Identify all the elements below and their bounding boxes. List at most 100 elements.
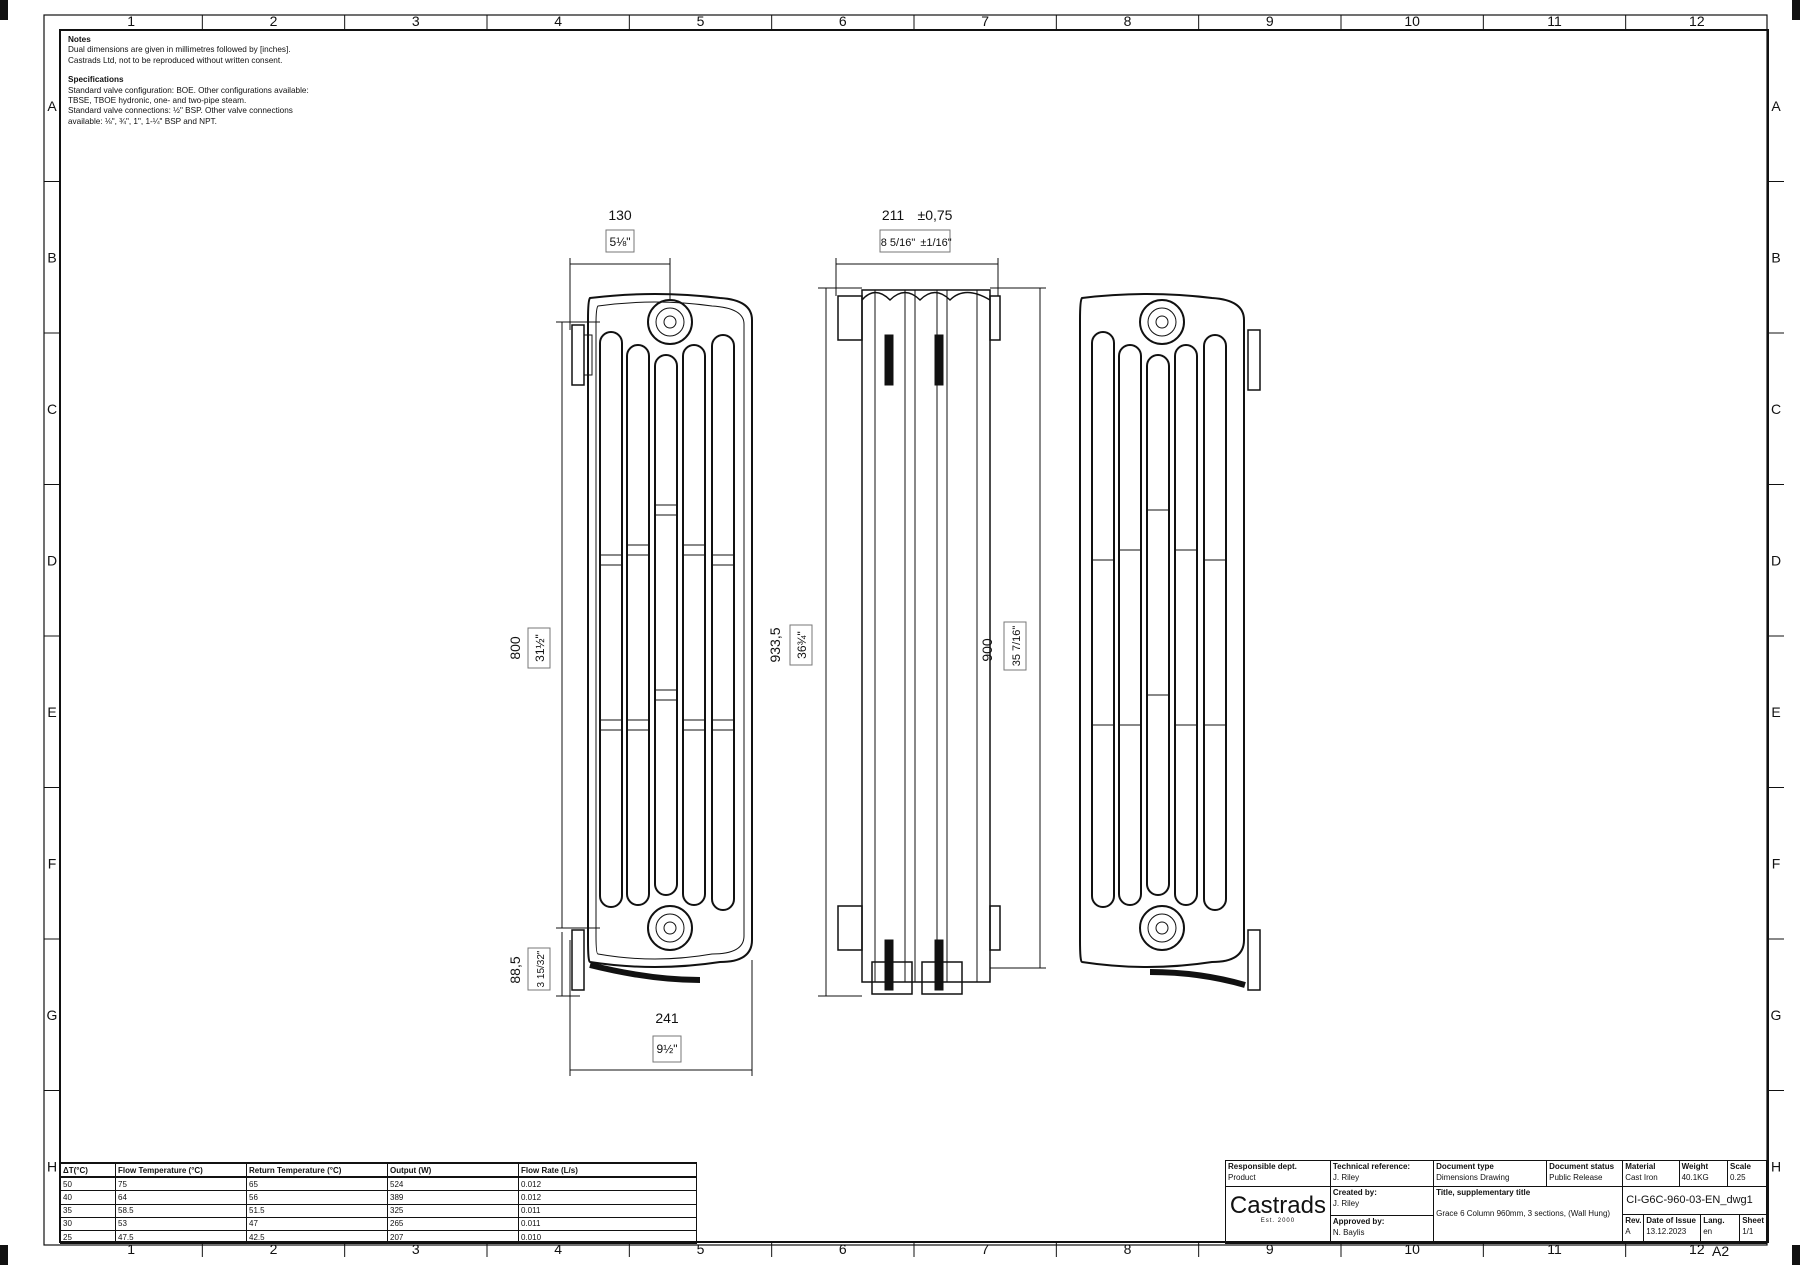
notes-line: Castrads Ltd, not to be reproduced witho… — [68, 55, 283, 65]
cell: 0.011 — [518, 1216, 697, 1231]
title-label: Title, supplementary title — [1436, 1188, 1531, 1197]
material-label: Material — [1625, 1162, 1656, 1171]
scale-label: Scale — [1729, 1162, 1751, 1171]
dim-body-in: 35 7/16" — [1011, 626, 1023, 667]
column-label: 7 — [981, 13, 989, 29]
cell: 75 — [115, 1176, 247, 1192]
rear-view — [1079, 293, 1261, 991]
front-view — [571, 293, 753, 991]
techref-value: J. Riley — [1332, 1173, 1360, 1182]
row-label: D — [1771, 552, 1781, 568]
column-label: 10 — [1404, 1241, 1420, 1257]
specifications-heading: Specifications — [68, 75, 124, 85]
front-wall-bracket-top — [571, 324, 593, 386]
created-value: J. Riley — [1332, 1199, 1360, 1208]
cell: 524 — [387, 1176, 519, 1192]
cell: 64 — [115, 1190, 247, 1205]
row-label: D — [47, 552, 57, 568]
dim-bottom-width-in: 9½" — [657, 1042, 678, 1056]
row-label: B — [47, 249, 56, 265]
front-valve-bottom — [647, 905, 693, 951]
cell: 47.5 — [115, 1229, 247, 1245]
cell: 0.012 — [518, 1190, 697, 1205]
cell: 325 — [387, 1203, 519, 1218]
column-label: 9 — [1266, 13, 1274, 29]
cell: 265 — [387, 1216, 519, 1231]
scale-value: 0.25 — [1729, 1173, 1746, 1182]
cell: 40 — [60, 1190, 116, 1205]
row-label: C — [47, 401, 57, 417]
row-label: F — [48, 855, 57, 871]
column-label: 8 — [1124, 13, 1132, 29]
column-label: 5 — [697, 1241, 705, 1257]
weight-value: 40.1KG — [1681, 1173, 1709, 1182]
weight-label: Weight — [1681, 1162, 1709, 1171]
cell: 56 — [246, 1190, 388, 1205]
cell: 58.5 — [115, 1203, 247, 1218]
responsible-label: Responsible dept. — [1228, 1162, 1297, 1171]
cell: 47 — [246, 1216, 388, 1231]
material-value: Cast Iron — [1625, 1173, 1658, 1182]
column-label: 5 — [697, 13, 705, 29]
cell: 0.012 — [518, 1176, 697, 1192]
row-label: E — [1771, 704, 1780, 720]
issue-value: 13.12.2023 — [1646, 1227, 1687, 1236]
column-label: 7 — [981, 1241, 989, 1257]
doctype-label: Document type — [1436, 1162, 1494, 1171]
table-header-row: ΔT(°C) Flow Temperature (°C) Return Temp… — [60, 1161, 697, 1179]
row-label: H — [1771, 1158, 1781, 1174]
column-label: 8 — [1124, 1241, 1132, 1257]
dim-depth-tol-in: ±1/16" — [920, 237, 951, 249]
cell: 51.5 — [246, 1203, 388, 1218]
document-number: CI-G6C-960-03-EN_dwg1 — [1623, 1187, 1766, 1215]
side-view — [837, 289, 1001, 995]
rev-value: A — [1625, 1227, 1631, 1236]
dim-top-width-in: 5⅛" — [610, 235, 631, 249]
column-label: 3 — [412, 1241, 420, 1257]
column-label: 3 — [412, 13, 420, 29]
dim-floor: 88,5 — [507, 956, 523, 983]
cell: 0.011 — [518, 1203, 697, 1218]
front-wall-bracket-bottom — [571, 929, 701, 991]
col-flow-rate: Flow Rate (L/s) — [518, 1161, 697, 1179]
row-label: G — [1771, 1007, 1782, 1023]
dim-depth-tol: ±0,75 — [918, 207, 953, 223]
column-label: 12 — [1689, 1241, 1705, 1257]
column-label: 11 — [1547, 13, 1562, 29]
created-label: Created by: — [1332, 1188, 1377, 1197]
dim-top-width: 130 — [608, 207, 632, 223]
lang-value: en — [1703, 1227, 1713, 1236]
docstatus-label: Document status — [1549, 1162, 1615, 1171]
title-block: Responsible dept.Product Technical refer… — [1225, 1160, 1768, 1244]
dim-bottom-width: 241 — [655, 1010, 679, 1026]
column-label: 10 — [1404, 13, 1420, 29]
column-label: 1 — [127, 13, 135, 29]
cell: 35 — [60, 1203, 116, 1218]
column-label: 12 — [1689, 13, 1705, 29]
notes-block: Notes Dual dimensions are given in milli… — [68, 35, 368, 127]
dim-body: 900 — [979, 638, 995, 662]
col-return-temp: Return Temperature (°C) — [246, 1161, 388, 1179]
approved-label: Approved by: — [1332, 1217, 1385, 1226]
lang-label: Lang. — [1703, 1216, 1725, 1225]
column-label: 11 — [1547, 1241, 1562, 1257]
rev-label: Rev. — [1625, 1216, 1642, 1225]
column-label: 2 — [270, 13, 278, 29]
cell: 50 — [60, 1176, 116, 1192]
row-label: B — [1771, 249, 1780, 265]
notes-line: Dual dimensions are given in millimetres… — [68, 45, 291, 55]
spec-line: Standard valve connections: ½" BSP. Othe… — [68, 106, 293, 116]
spec-line: TBSE, TBOE hydronic, one- and two-pipe s… — [68, 96, 247, 106]
cell: 42.5 — [246, 1229, 388, 1245]
notes-heading: Notes — [68, 35, 91, 44]
column-label: 4 — [554, 1241, 562, 1257]
col-flow-temp: Flow Temperature (°C) — [115, 1161, 247, 1179]
column-label: 2 — [270, 1241, 278, 1257]
front-valve-top — [647, 299, 693, 345]
cell: 25 — [60, 1229, 116, 1245]
row-label: E — [47, 704, 56, 720]
